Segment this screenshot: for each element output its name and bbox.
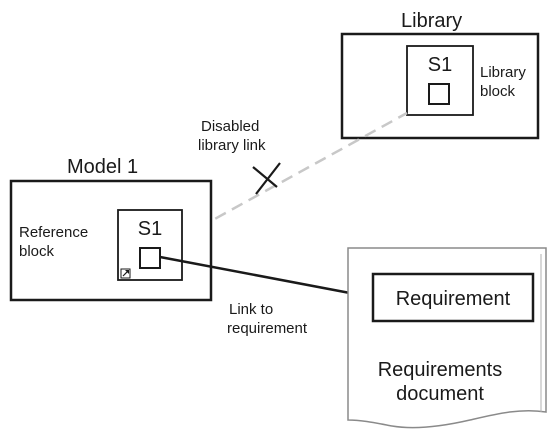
reference-block-port <box>139 247 161 269</box>
library-block-label-line2: block <box>480 83 516 100</box>
library-block-label-line1: Library <box>480 64 526 81</box>
model-block-label-line2: block <box>19 243 55 260</box>
library-block-name: S1 <box>428 54 452 76</box>
library-block-port <box>428 83 450 105</box>
requirements-document-title-line2: document <box>396 383 484 405</box>
shortcut-arrow-icon <box>120 268 131 279</box>
requirements-document-title-line1: Requirements <box>378 359 503 381</box>
disabled-link-label-line2: library link <box>198 137 266 154</box>
model-title: Model 1 <box>67 156 138 178</box>
model-block-label-line1: Reference <box>19 224 88 241</box>
disabled-library-link: Disabled library link <box>181 111 408 239</box>
requirement-link-label-line2: requirement <box>227 320 308 337</box>
requirement-link-arrow <box>159 255 372 300</box>
library-window: Library S1 Library block <box>340 10 540 140</box>
requirements-document: Requirement Requirements document <box>347 247 547 429</box>
disabled-link-label-line1: Disabled <box>201 118 259 135</box>
requirement-link-label-line1: Link to <box>229 301 273 318</box>
disabled-link-line <box>181 111 408 239</box>
library-title: Library <box>401 10 462 32</box>
model-window: Model 1 Reference block S1 <box>9 156 213 302</box>
requirement-link: Link to requirement <box>159 255 372 337</box>
reference-block-name: S1 <box>138 218 162 240</box>
cross-mark-icon <box>252 162 281 195</box>
requirement-item-label: Requirement <box>396 288 511 310</box>
requirement-box[interactable] <box>371 272 535 323</box>
